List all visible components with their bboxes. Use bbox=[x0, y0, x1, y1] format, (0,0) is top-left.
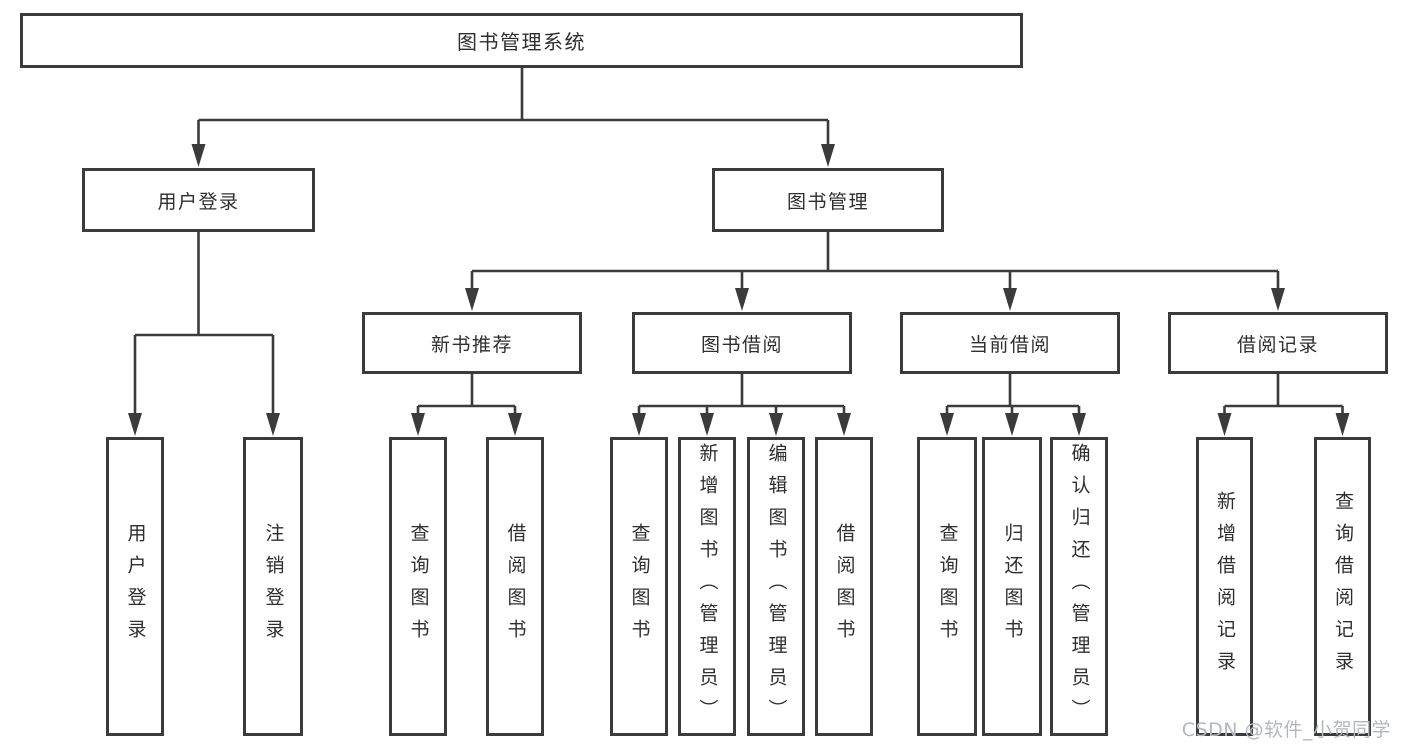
watermark: CSDN @软件_小贺同学 bbox=[1181, 719, 1391, 741]
node-borrow-record-label: 借阅记录 bbox=[1236, 333, 1319, 356]
leaf-query-borrow-record: 查询借阅记录 bbox=[1314, 437, 1371, 736]
node-new-book-recommend: 新书推荐 bbox=[362, 312, 582, 374]
node-system-root: 图书管理系统 bbox=[20, 13, 1023, 68]
leaf-add-book-admin-label: 新增图书（管理员） bbox=[696, 442, 719, 731]
node-user-login-label: 用户登录 bbox=[157, 190, 240, 213]
node-book-management: 图书管理 bbox=[712, 168, 944, 232]
leaf-confirm-return-admin-label: 确认归还（管理员） bbox=[1068, 442, 1091, 731]
node-book-borrow-label: 图书借阅 bbox=[700, 333, 783, 356]
leaf-edit-book-admin: 编辑图书（管理员） bbox=[747, 437, 805, 736]
connector-book-borrow-to-leaves bbox=[632, 374, 851, 436]
node-book-borrow: 图书借阅 bbox=[632, 312, 852, 374]
leaf-borrow-query-book-label: 查询图书 bbox=[628, 522, 651, 651]
leaf-newbook-query-book-label: 查询图书 bbox=[407, 522, 430, 651]
node-system-root-label: 图书管理系统 bbox=[457, 30, 586, 54]
node-current-borrow: 当前借阅 bbox=[900, 312, 1120, 374]
leaf-logout: 注销登录 bbox=[243, 437, 303, 736]
node-borrow-record: 借阅记录 bbox=[1168, 312, 1388, 374]
leaf-borrow-query-book: 查询图书 bbox=[610, 437, 668, 736]
node-user-login: 用户登录 bbox=[82, 168, 315, 232]
leaf-confirm-return-admin: 确认归还（管理员） bbox=[1050, 437, 1108, 736]
connector-user-login-to-leaves bbox=[128, 232, 280, 436]
leaf-query-borrow-record-label: 查询借阅记录 bbox=[1332, 490, 1354, 683]
leaf-add-borrow-record-label: 新增借阅记录 bbox=[1214, 490, 1236, 683]
leaf-borrow-book-label: 借阅图书 bbox=[833, 522, 856, 651]
leaf-return-book-label: 归还图书 bbox=[1001, 522, 1024, 651]
leaf-user-login: 用户登录 bbox=[106, 437, 164, 736]
connector-borrow-record-to-leaves bbox=[1217, 374, 1350, 436]
connector-new-book-to-leaves bbox=[411, 374, 522, 436]
connector-current-borrow-to-leaves bbox=[940, 374, 1086, 436]
connector-root-to-level2 bbox=[191, 66, 835, 167]
leaf-logout-label: 注销登录 bbox=[262, 522, 285, 651]
node-current-borrow-label: 当前借阅 bbox=[968, 333, 1051, 356]
connector-book-mgmt-to-level3 bbox=[465, 232, 1285, 311]
leaf-newbook-query-book: 查询图书 bbox=[389, 437, 447, 736]
node-book-management-label: 图书管理 bbox=[786, 190, 869, 213]
leaf-borrow-book: 借阅图书 bbox=[815, 437, 873, 736]
leaf-current-query-book: 查询图书 bbox=[917, 437, 977, 736]
leaf-add-borrow-record: 新增借阅记录 bbox=[1196, 437, 1253, 736]
leaf-edit-book-admin-label: 编辑图书（管理员） bbox=[765, 442, 788, 731]
leaf-add-book-admin: 新增图书（管理员） bbox=[678, 437, 736, 736]
leaf-return-book: 归还图书 bbox=[982, 437, 1042, 736]
node-new-book-recommend-label: 新书推荐 bbox=[430, 333, 513, 356]
leaf-current-query-book-label: 查询图书 bbox=[936, 522, 959, 651]
leaf-newbook-borrow-book: 借阅图书 bbox=[486, 437, 544, 736]
leaf-user-login-label: 用户登录 bbox=[124, 522, 147, 651]
leaf-newbook-borrow-book-label: 借阅图书 bbox=[504, 522, 527, 651]
